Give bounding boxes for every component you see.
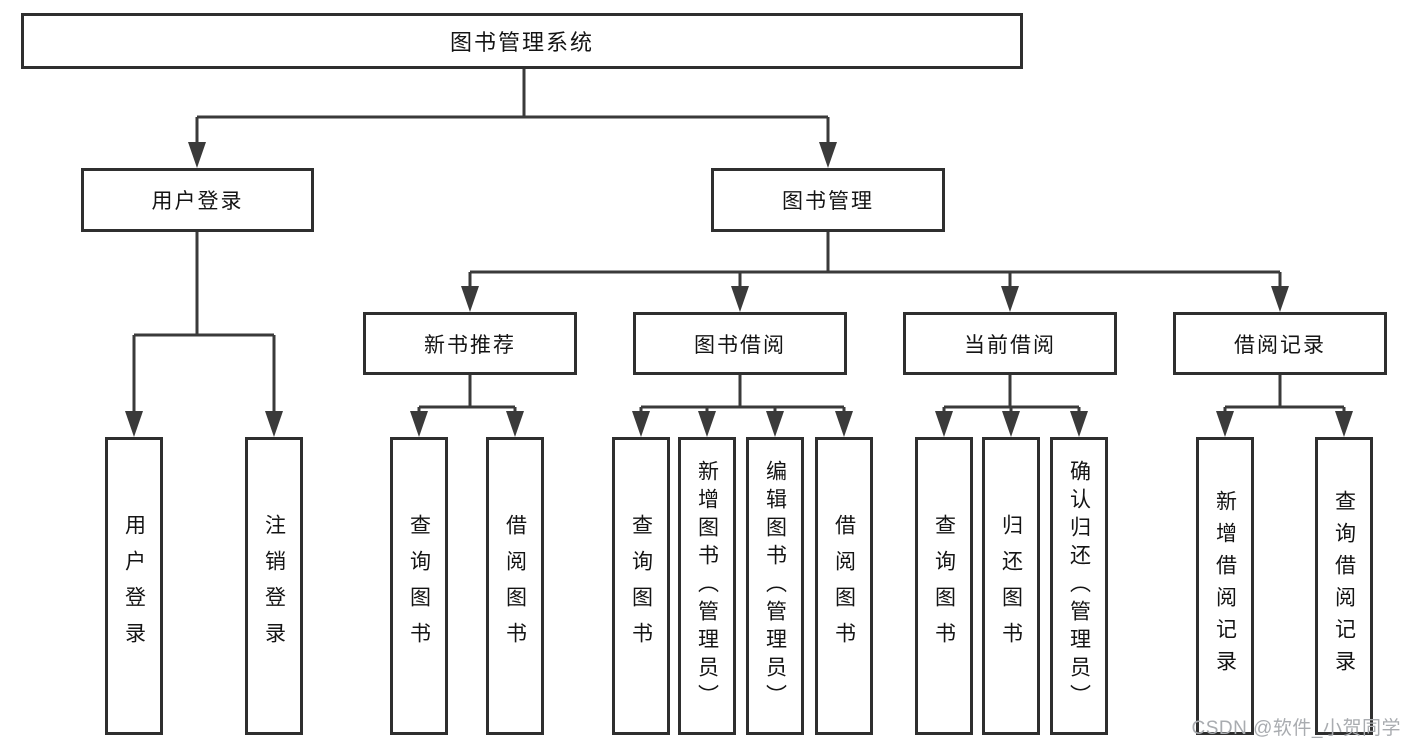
arrowhead-leaf-logout <box>265 411 283 437</box>
arrowhead-book-borrow <box>731 286 749 312</box>
node-current-borrow: 当前借阅 <box>903 312 1117 375</box>
arrowhead-nb-borrow <box>506 411 524 437</box>
node-br-query: 查询借阅记录 <box>1315 437 1373 735</box>
arrowhead-cb-query <box>935 411 953 437</box>
arrowhead-leaf-user-login <box>125 411 143 437</box>
node-bb-query: 查询图书 <box>612 437 670 735</box>
node-bb-borrow: 借阅图书 <box>815 437 873 735</box>
arrowhead-bb-edit <box>766 411 784 437</box>
arrowhead-nb-query <box>410 411 428 437</box>
node-cb-confirm: 确认归还（管理员） <box>1050 437 1108 735</box>
arrowhead-cb-confirm <box>1070 411 1088 437</box>
node-leaf-user-login: 用户登录 <box>105 437 163 735</box>
arrowhead-new-book-rec <box>461 286 479 312</box>
node-user-login: 用户登录 <box>81 168 314 232</box>
node-br-add: 新增借阅记录 <box>1196 437 1254 735</box>
arrowhead-user-login <box>188 142 206 168</box>
node-leaf-logout: 注销登录 <box>245 437 303 735</box>
arrowhead-bb-query <box>632 411 650 437</box>
node-cb-query: 查询图书 <box>915 437 973 735</box>
arrowhead-cb-return <box>1002 411 1020 437</box>
node-bb-edit: 编辑图书（管理员） <box>746 437 804 735</box>
node-borrow-records: 借阅记录 <box>1173 312 1387 375</box>
node-new-book-rec: 新书推荐 <box>363 312 577 375</box>
node-book-borrow: 图书借阅 <box>633 312 847 375</box>
arrowhead-current-borrow <box>1001 286 1019 312</box>
arrowhead-br-query <box>1335 411 1353 437</box>
arrowhead-book-mgmt <box>819 142 837 168</box>
node-nb-borrow: 借阅图书 <box>486 437 544 735</box>
arrowhead-bb-borrow <box>835 411 853 437</box>
node-nb-query: 查询图书 <box>390 437 448 735</box>
arrowhead-bb-add <box>698 411 716 437</box>
arrowhead-br-add <box>1216 411 1234 437</box>
node-cb-return: 归还图书 <box>982 437 1040 735</box>
csdn-watermark: CSDN @软件_小贺同学 <box>1191 718 1401 739</box>
node-bb-add: 新增图书（管理员） <box>678 437 736 735</box>
node-root: 图书管理系统 <box>21 13 1023 69</box>
arrowhead-borrow-records <box>1271 286 1289 312</box>
node-book-mgmt: 图书管理 <box>711 168 945 232</box>
